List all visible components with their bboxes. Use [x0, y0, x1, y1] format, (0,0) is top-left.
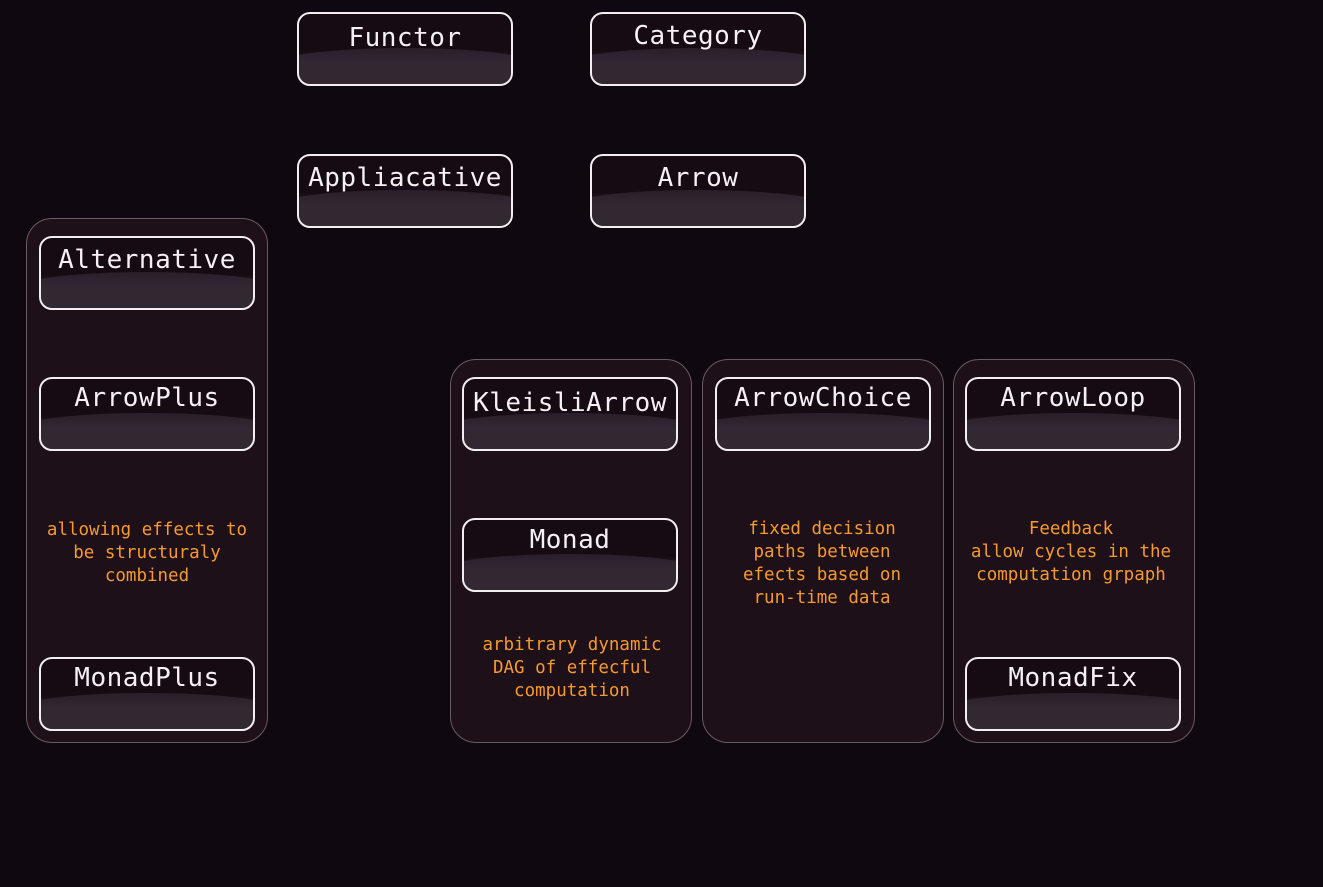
node-shine	[299, 190, 511, 226]
node-shine	[41, 272, 253, 308]
node-label: Functor	[348, 23, 462, 53]
node-shine	[592, 48, 804, 84]
note-choice: fixed decision paths between efects base…	[742, 519, 902, 608]
node-monadfix: MonadFix	[965, 657, 1181, 731]
note-loop: Feedback allow cycles in the computation…	[970, 519, 1172, 585]
node-label: KleisliArrow	[473, 388, 667, 418]
node-arrow: Arrow	[590, 154, 806, 228]
node-label: ArrowLoop	[1000, 383, 1146, 413]
node-label: MonadPlus	[74, 663, 220, 693]
node-monad: Monad	[462, 518, 678, 592]
node-label: Category	[633, 21, 763, 51]
node-kleisliarrow: KleisliArrow	[462, 377, 678, 451]
node-shine	[464, 554, 676, 590]
node-category: Category	[590, 12, 806, 86]
node-label: Appliacative	[308, 163, 502, 193]
node-shine	[967, 693, 1179, 729]
node-functor: Functor	[297, 12, 513, 86]
node-arrowloop: ArrowLoop	[965, 377, 1181, 451]
note-monad: arbitrary dynamic DAG of effecful comput…	[482, 635, 662, 701]
node-applicative: Appliacative	[297, 154, 513, 228]
node-arrowchoice: ArrowChoice	[715, 377, 931, 451]
node-label: Arrow	[657, 163, 739, 193]
node-shine	[967, 413, 1179, 449]
note-plus: allowing effects to be structuraly combi…	[46, 520, 248, 586]
node-monadplus: MonadPlus	[39, 657, 255, 731]
node-label: Monad	[529, 525, 611, 555]
node-label: ArrowChoice	[734, 383, 912, 413]
node-alternative: Alternative	[39, 236, 255, 310]
node-shine	[41, 693, 253, 729]
node-shine	[464, 413, 676, 449]
node-arrowplus: ArrowPlus	[39, 377, 255, 451]
node-shine	[41, 413, 253, 449]
node-shine	[717, 413, 929, 449]
node-label: ArrowPlus	[74, 383, 220, 413]
node-shine	[592, 190, 804, 226]
node-label: Alternative	[58, 245, 236, 275]
node-label: MonadFix	[1008, 663, 1138, 693]
node-shine	[299, 48, 511, 84]
